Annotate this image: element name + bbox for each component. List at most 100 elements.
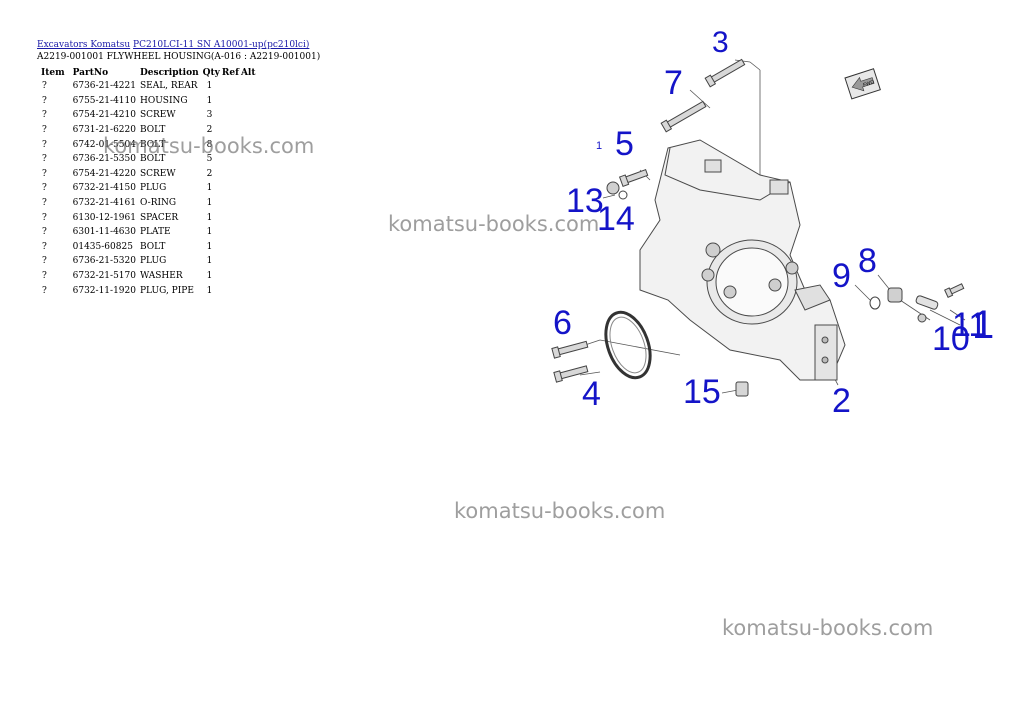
watermark: komatsu-books.com	[722, 616, 934, 640]
watermark: komatsu-books.com	[388, 212, 600, 236]
cell-part-number: 01435-60825	[72, 241, 133, 252]
fwd-label: FWD	[862, 79, 875, 88]
cell-description: O-RING	[139, 198, 177, 209]
callout-9: 9	[832, 257, 851, 295]
cell-qty: 1	[206, 212, 213, 223]
cell-item: ?	[42, 110, 47, 121]
cell-description: PLUG	[139, 256, 167, 267]
cell-description: PLUG	[139, 183, 167, 194]
cell-qty: 1	[206, 271, 213, 282]
cell-qty: 2	[206, 168, 213, 179]
fwd-arrow-icon: FWD	[844, 68, 881, 100]
cell-qty: 1	[206, 256, 213, 267]
cell-qty: 1	[206, 183, 213, 194]
breadcrumb-link-category[interactable]: Excavators Komatsu	[37, 40, 131, 50]
cell-item: ?	[42, 271, 47, 282]
cell-part-number: 6736-21-5320	[72, 256, 136, 267]
cell-part-number: 6754-21-4220	[72, 168, 136, 179]
column-header-alt: Alt	[240, 67, 256, 78]
cell-item: ?	[42, 198, 47, 209]
cell-qty: 1	[206, 241, 213, 252]
breadcrumb-link-model[interactable]: PC210LCI-11 SN A10001-up(pc210lci)	[133, 40, 310, 50]
cell-part-number: 6755-21-4110	[72, 95, 136, 106]
callout-labels: 3 7 1 5 13 14 8 9 6 11 10 1 4 15 2	[553, 26, 994, 420]
breadcrumb: Excavators Komatsu PC210LCI-11 SN A10001…	[37, 40, 309, 51]
flywheel-housing-diagram: FWD 3 7 1 5 13 14 8 9 6 11 10 1 4 15 2	[551, 26, 994, 420]
rear-seal-ring	[604, 310, 652, 380]
cell-qty: 1	[206, 198, 213, 209]
cell-description: BOLT	[139, 125, 166, 136]
cell-item: ?	[42, 256, 47, 267]
cell-qty: 3	[206, 110, 213, 121]
cell-description: BOLT	[139, 154, 166, 165]
cell-part-number: 6731-21-6220	[72, 125, 136, 136]
callout-14: 14	[597, 200, 635, 238]
cell-item: ?	[42, 154, 47, 165]
cell-qty: 8	[206, 139, 213, 150]
callout-11: 11	[952, 306, 987, 344]
table-row: ? 01435-60825 BOLT 1	[37, 240, 256, 255]
cell-description: SCREW	[139, 168, 176, 179]
small-parts	[606, 181, 939, 397]
callout-7: 7	[664, 64, 683, 102]
cell-description: PLATE	[139, 227, 171, 238]
cell-item: ?	[42, 241, 47, 252]
cell-part-number: 6732-21-4150	[72, 183, 136, 194]
callout-2: 2	[832, 382, 851, 420]
cell-part-number: 6732-21-5170	[72, 271, 136, 282]
callout-1-small: 1	[596, 140, 602, 152]
callout-6: 6	[553, 304, 572, 342]
callout-5: 5	[615, 125, 634, 163]
callout-10: 10	[932, 320, 970, 358]
cell-part-number: 6732-11-1920	[72, 285, 136, 296]
cell-item: ?	[42, 139, 47, 150]
cell-qty: 1	[206, 95, 213, 106]
cell-description: WASHER	[139, 271, 183, 282]
cell-item: ?	[42, 81, 47, 92]
callout-15: 15	[683, 373, 721, 411]
column-header-description: Description	[139, 67, 199, 78]
cell-part-number: 6754-21-4210	[72, 110, 136, 121]
cell-qty: 1	[206, 81, 213, 92]
column-header-partno: PartNo	[72, 67, 109, 78]
cell-qty: 1	[206, 227, 213, 238]
cell-description: PLUG, PIPE	[139, 285, 194, 296]
cell-item: ?	[42, 285, 47, 296]
bolts	[551, 58, 965, 383]
cell-description: BOLT	[139, 139, 166, 150]
cell-item: ?	[42, 125, 47, 136]
page-title: A2219-001001 FLYWHEEL HOUSING(A-016 : A2…	[37, 52, 321, 62]
column-header-item: Item	[41, 67, 65, 78]
callout-8: 8	[858, 242, 877, 280]
cell-qty: 2	[206, 125, 213, 136]
cell-item: ?	[42, 227, 47, 238]
callout-3: 3	[712, 26, 729, 59]
cell-item: ?	[42, 212, 47, 223]
cell-part-number: 6742-01-5504	[72, 139, 136, 150]
cell-qty: 1	[206, 285, 213, 296]
cell-part-number: 6736-21-5350	[72, 154, 136, 165]
table-header-row: Item PartNo Description Qty Ref Alt	[37, 66, 256, 79]
cell-part-number: 6732-21-4161	[72, 198, 136, 209]
parts-table: Item PartNo Description Qty Ref Alt ?673…	[37, 66, 256, 298]
cell-part-number: 6301-11-4630	[72, 227, 136, 238]
cell-description: BOLT	[139, 241, 166, 252]
leader-lines	[579, 59, 966, 394]
cell-item: ?	[42, 183, 47, 194]
cell-description: SPACER	[139, 212, 179, 223]
cell-qty: 5	[206, 154, 213, 165]
